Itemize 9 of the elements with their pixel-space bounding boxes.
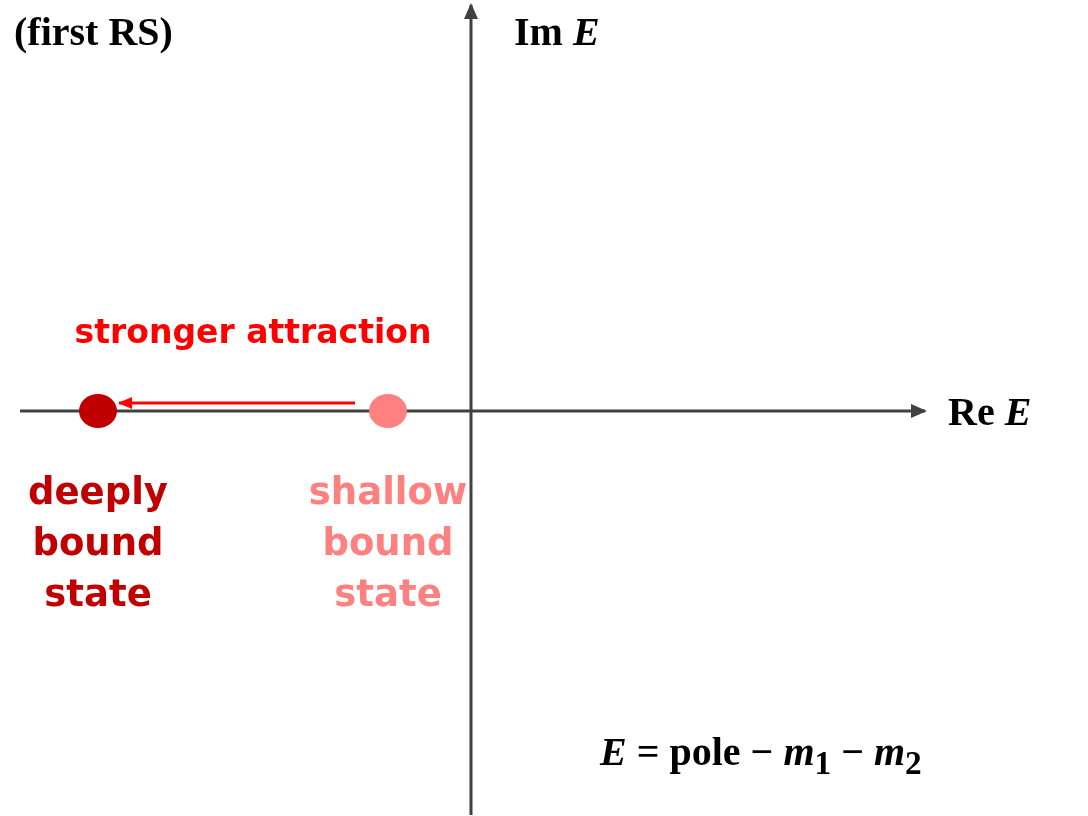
axis-label: E = pole − m$_{1}$ − m$_{2}$ bbox=[600, 728, 922, 782]
axis-label: (first RS) bbox=[14, 8, 173, 55]
arrow bbox=[118, 397, 355, 409]
pole-caption: deeply bound state bbox=[27, 469, 169, 617]
axis-label: Im E bbox=[514, 8, 600, 55]
pole-dot bbox=[79, 394, 117, 428]
pole-dot bbox=[369, 394, 407, 428]
axis-label: Re E bbox=[948, 388, 1032, 435]
pole-caption: shallow bound state bbox=[307, 469, 469, 617]
